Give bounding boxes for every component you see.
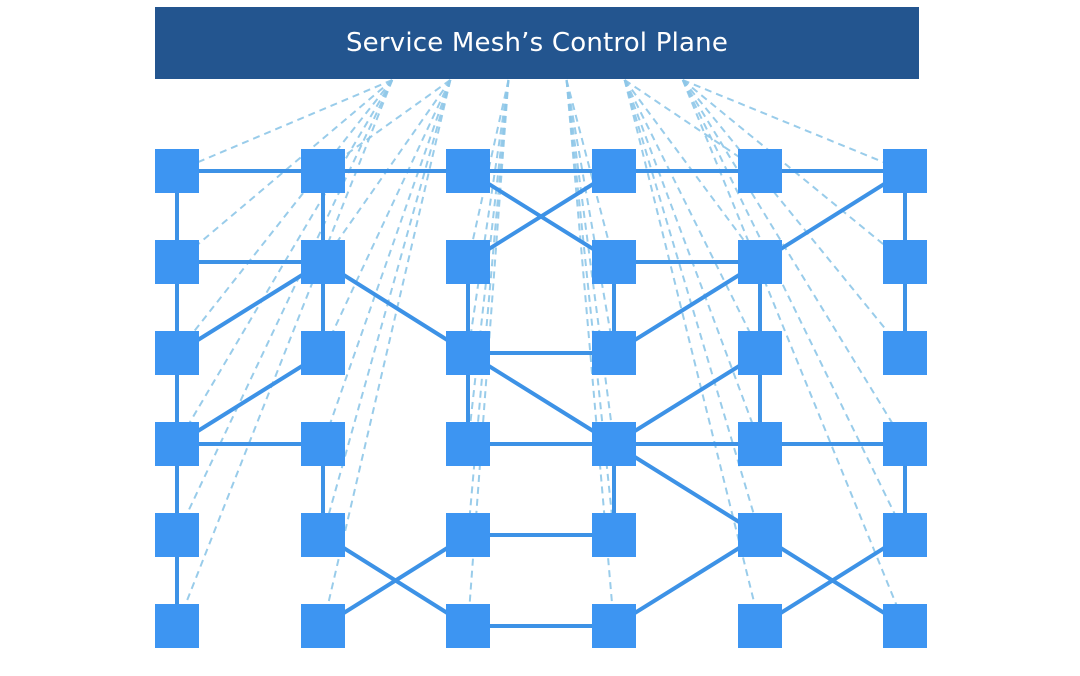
service-node [592,513,636,557]
service-node [301,513,345,557]
control-plane-link [624,79,761,172]
control-plane-link [322,79,451,172]
service-node [738,513,782,557]
control-plane-link [681,79,906,354]
control-plane-link [565,79,615,445]
service-node [446,422,490,466]
control-plane-link [322,79,452,536]
service-node [738,240,782,284]
service-link [612,351,762,446]
control-plane-link [176,79,394,445]
service-node [738,331,782,375]
service-node [738,149,782,193]
service-node [592,331,636,375]
service-node [446,331,490,375]
control-plane-link [176,79,393,263]
control-plane-link [322,79,452,445]
service-node [738,604,782,648]
control-plane-link [565,79,615,536]
control-plane-link [467,79,510,354]
service-node [301,240,345,284]
service-node [592,604,636,648]
control-plane-link [681,79,906,536]
service-link [612,442,762,537]
service-link [612,260,762,355]
control-plane-links [176,79,906,627]
service-node [592,240,636,284]
control-plane-link [176,79,393,172]
control-plane-link [623,79,761,354]
service-node [446,240,490,284]
service-node [155,240,199,284]
service-link [758,169,907,264]
control-plane-link [467,79,510,536]
service-node [883,331,927,375]
service-node [446,604,490,648]
control-plane-link [322,79,452,354]
service-nodes [155,149,927,648]
control-plane-title: Service Mesh’s Control Plane [345,28,729,58]
control-plane-link [623,79,761,536]
control-plane-link [623,79,761,627]
service-node [155,604,199,648]
data-plane-links [175,169,907,628]
control-plane-link [682,79,906,172]
service-node [883,149,927,193]
service-node [592,149,636,193]
service-node [301,149,345,193]
service-node [155,513,199,557]
service-node [592,422,636,466]
control-plane-link [565,79,615,263]
service-node [446,513,490,557]
service-link [466,351,616,446]
service-node [155,149,199,193]
service-node [446,149,490,193]
control-plane-link [322,79,452,627]
service-node [155,331,199,375]
service-link [612,533,762,628]
service-node [883,604,927,648]
control-plane-link [176,79,394,627]
service-link [758,533,907,628]
control-plane-link [176,79,394,354]
service-node [301,604,345,648]
service-link [175,351,325,446]
service-link [466,169,616,264]
service-link [175,260,325,355]
service-link [321,260,470,355]
service-node [301,422,345,466]
service-node [883,513,927,557]
control-plane-link [681,79,906,627]
service-node [883,422,927,466]
service-node [883,240,927,284]
control-plane-link [565,79,615,354]
service-link [321,533,470,628]
service-node [301,331,345,375]
service-node [155,422,199,466]
service-node [738,422,782,466]
control-plane-header: Service Mesh’s Control Plane [155,7,919,79]
